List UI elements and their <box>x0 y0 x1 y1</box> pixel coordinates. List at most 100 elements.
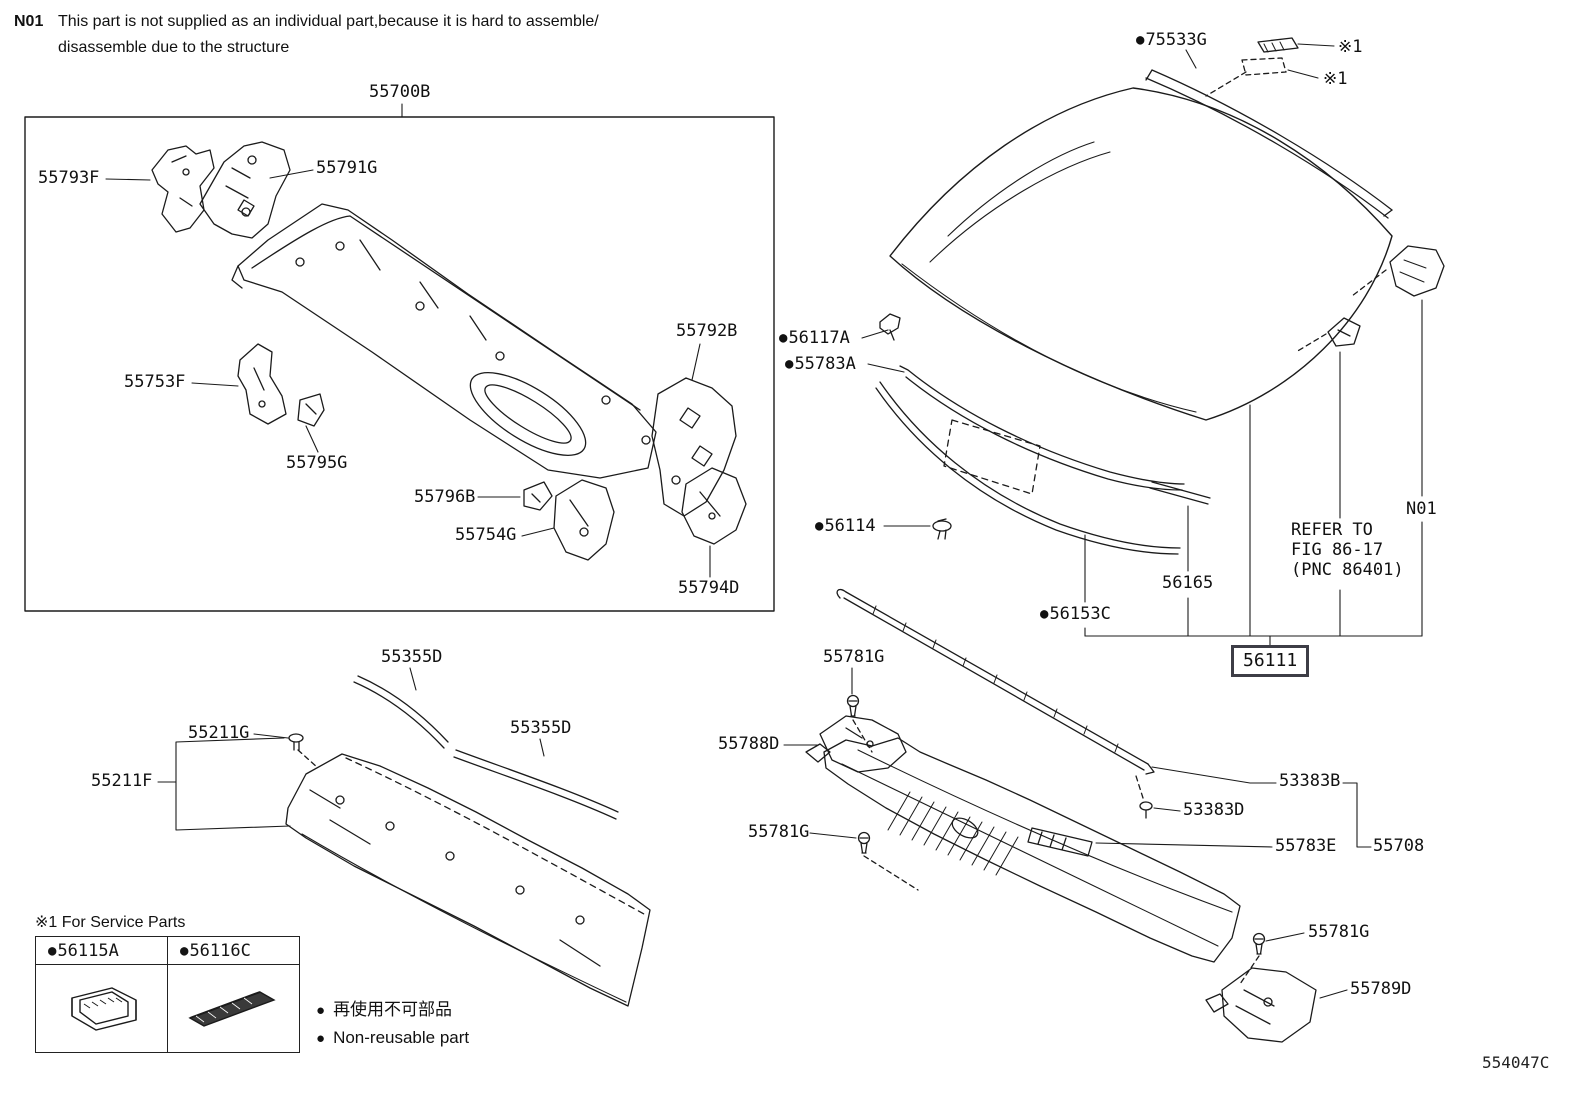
clip-53383D <box>1139 801 1153 819</box>
part-number-text: 55783A <box>794 354 856 374</box>
legend-jp-text: 再使用不可部品 <box>333 1000 453 1019</box>
part-label-55355D-a: 55355D <box>381 647 443 667</box>
windshield-moldings <box>875 37 1445 555</box>
service-parts-panel: ※1 For Service Parts ●56115A ●56116C <box>35 912 300 1053</box>
service-part-image-56116C <box>167 964 300 1053</box>
service-mark-1a: ※1 <box>1338 38 1362 57</box>
refer-note: REFER TO FIG 86-17 (PNC 86401) <box>1291 520 1404 580</box>
clip-56114 <box>932 518 952 540</box>
part-label-53383B: 53383B <box>1279 772 1340 791</box>
part-number-text: 55754G <box>455 525 517 545</box>
part-55788D-shape <box>819 715 907 773</box>
part-label-56153C: ●56153C <box>1040 604 1111 624</box>
part-number-text: 55794D <box>678 578 740 598</box>
highlighted-part-label-56111: 56111 <box>1231 645 1310 677</box>
part-number-text: 56165 <box>1162 573 1214 593</box>
part-number-text: 53383D <box>1183 800 1245 820</box>
part-55783E-shape <box>1027 827 1093 857</box>
cowl-top-panel <box>285 675 651 1007</box>
clip-upper-right <box>1327 317 1361 347</box>
refer-line-2: FIG 86-17 <box>1291 540 1384 560</box>
part-thumbnail-56115A <box>70 987 137 1031</box>
part-number-text: ※1 <box>1323 69 1348 89</box>
part-number-text: 55796B <box>414 487 476 507</box>
refer-line-1: REFER TO <box>1291 520 1373 540</box>
part-label-55783E: 55783E <box>1275 836 1337 856</box>
cowl-assembly-parts <box>151 141 747 561</box>
part-label-55789D: 55789D <box>1350 979 1412 999</box>
part-label-55700B: 55700B <box>369 82 431 102</box>
non-reusable-legend: ● 再使用不可部品 ● Non-reusable part <box>316 996 469 1052</box>
part-label-55754G: 55754G <box>455 525 517 545</box>
part-number-text: 56153C <box>1049 604 1111 624</box>
part-number-text: 55795G <box>286 453 348 473</box>
part-label-55788D: 55788D <box>718 735 779 754</box>
part-label-53383D: 53383D <box>1183 800 1245 820</box>
note-line-1: This part is not supplied as an individu… <box>58 13 599 30</box>
service-part-number: 56115A <box>57 940 119 961</box>
part-number-text: 55781G <box>748 822 810 842</box>
non-reusable-bullet: ● <box>48 942 57 959</box>
windshield-glass <box>889 87 1393 421</box>
non-reusable-bullet: ● <box>180 942 189 959</box>
part-label-55783A: ●55783A <box>785 354 856 374</box>
part-number-text: 55211F <box>91 771 153 791</box>
non-reusable-bullet: ● <box>1136 32 1145 48</box>
part-label-55791G: 55791G <box>316 158 378 178</box>
note-n01: N01 This part is not supplied as an indi… <box>14 9 599 61</box>
non-reusable-bullet: ● <box>779 330 788 346</box>
part-55789D-shape <box>1221 967 1317 1043</box>
service-parts-table: ●56115A ●56116C <box>35 936 300 1053</box>
part-number-text: 55211G <box>188 723 250 743</box>
part-number-text: 55708 <box>1373 836 1425 856</box>
clip-55211G <box>288 733 304 751</box>
part-label-55781G-left: 55781G <box>748 822 810 842</box>
non-reusable-bullet: ● <box>316 1030 326 1047</box>
part-label-55211F: 55211F <box>91 771 153 791</box>
diagram-code: 554047C <box>1482 1053 1550 1072</box>
part-label-55355D-b: 55355D <box>510 718 572 738</box>
service-part-cell-56115A: ●56115A <box>35 936 168 965</box>
part-number-text: 55355D <box>510 718 572 738</box>
service-mark-1b: ※1 <box>1323 69 1348 89</box>
part-label-56165: 56165 <box>1162 573 1214 593</box>
part-number-text: N01 <box>1406 499 1437 519</box>
non-reusable-bullet: ● <box>815 518 824 534</box>
part-number-text: 56114 <box>824 516 876 536</box>
part-label-N01-ref: N01 <box>1406 499 1437 519</box>
part-number-text: 55783E <box>1275 836 1337 856</box>
part-number-text: 56117A <box>788 328 850 348</box>
screw-55781G-bottom <box>1252 932 1266 955</box>
part-label-56117A: ●56117A <box>779 328 850 348</box>
part-thumbnail-56116C <box>187 991 276 1027</box>
part-label-55792B: 55792B <box>676 322 737 341</box>
part-label-55211G: 55211G <box>188 723 250 743</box>
louver-assembly <box>805 588 1317 1043</box>
part-label-55794D: 55794D <box>678 578 740 598</box>
part-label-55793F: 55793F <box>38 168 100 188</box>
legend-jp-row: ● 再使用不可部品 <box>316 996 469 1024</box>
note-id: N01 <box>14 13 44 30</box>
part-label-55781G-bottom: 55781G <box>1308 923 1369 942</box>
non-reusable-bullet: ● <box>785 356 794 372</box>
reference-bracket-lines <box>1084 299 1423 647</box>
service-parts-title: ※1 For Service Parts <box>35 914 186 931</box>
part-label-75533G: ●75533G <box>1136 31 1207 50</box>
service-strip-solid <box>1257 37 1299 53</box>
bracket-86401 <box>1389 245 1445 297</box>
service-part-number: 56116C <box>189 940 251 961</box>
screw-55781G-left <box>857 831 871 854</box>
part-number-text: 55791G <box>316 158 378 178</box>
part-number-text: 55781G <box>823 647 885 667</box>
legend-en-text: Non-reusable part <box>333 1028 470 1047</box>
clip-56117A <box>879 313 901 341</box>
service-part-image-56115A <box>35 964 168 1053</box>
note-line-2: disassemble due to the structure <box>58 39 290 56</box>
part-number-text: 55793F <box>38 168 100 188</box>
non-reusable-bullet: ● <box>316 1002 326 1019</box>
part-number-text: 55700B <box>369 82 431 102</box>
part-number-text: 55355D <box>381 647 443 667</box>
part-number-text: 55789D <box>1350 979 1412 999</box>
